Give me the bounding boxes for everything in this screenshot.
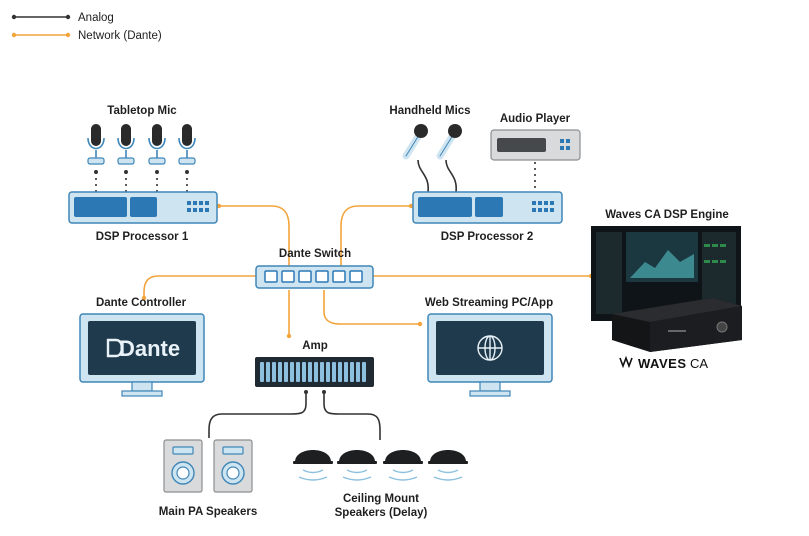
handheld-mics-label: Handheld Mics bbox=[389, 105, 470, 117]
dante-link bbox=[143, 275, 256, 298]
handheld-mic-icon bbox=[402, 124, 428, 160]
dsp2-label: DSP Processor 2 bbox=[441, 231, 533, 243]
legend-network-label: Network (Dante) bbox=[78, 30, 162, 42]
waves-logo-ca: CA bbox=[690, 356, 708, 371]
handheld-mic-icon bbox=[436, 124, 462, 160]
web-streaming-monitor bbox=[427, 313, 553, 397]
dsp-processor-1 bbox=[68, 191, 218, 224]
ceiling-speaker-icon bbox=[337, 450, 377, 481]
link-dot bbox=[141, 295, 147, 301]
tabletop-mic-icon bbox=[178, 124, 196, 174]
dante-switch-device bbox=[255, 265, 374, 289]
link-dot bbox=[286, 333, 292, 339]
analog-wire bbox=[323, 392, 381, 440]
legend: Analog Network (Dante) bbox=[11, 12, 162, 42]
ceiling-speaker-icon bbox=[383, 450, 423, 481]
waves-logo-text: WAVES bbox=[638, 356, 687, 371]
dante-switch-label: Dante Switch bbox=[279, 248, 351, 260]
analog-wire bbox=[445, 159, 457, 193]
audio-player-device bbox=[490, 129, 581, 161]
ceiling-speakers-label-line2: Speakers (Delay) bbox=[335, 507, 428, 519]
legend-dot bbox=[11, 32, 17, 38]
link-dot bbox=[216, 203, 222, 209]
dante-controller-monitor: Dante bbox=[79, 313, 205, 397]
analog-wire bbox=[417, 159, 429, 193]
dante-logo-mark-icon bbox=[106, 338, 124, 358]
tabletop-mic-label: Tabletop Mic bbox=[107, 105, 177, 117]
main-pa-label: Main PA Speakers bbox=[159, 506, 257, 518]
amp-device bbox=[255, 357, 374, 394]
dante-logo-text: Dante bbox=[119, 336, 180, 361]
link-dot bbox=[417, 321, 423, 327]
link-dot bbox=[408, 203, 414, 209]
analog-connections bbox=[95, 159, 536, 440]
web-streaming-label: Web Streaming PC/App bbox=[425, 297, 553, 309]
legend-analog-label: Analog bbox=[78, 12, 114, 24]
dante-controller-label: Dante Controller bbox=[96, 297, 187, 309]
dante-link bbox=[219, 205, 290, 266]
ceiling-speaker-icon bbox=[428, 450, 468, 481]
legend-analog: Analog bbox=[11, 12, 114, 24]
legend-dot bbox=[65, 14, 71, 20]
tabletop-mic-icon bbox=[117, 124, 135, 174]
waves-engine-label: Waves CA DSP Engine bbox=[605, 209, 729, 221]
ceiling-speaker-icon bbox=[293, 450, 333, 481]
main-pa-speaker-left bbox=[163, 439, 203, 493]
main-pa-speaker-right bbox=[213, 439, 253, 493]
ceiling-speakers bbox=[293, 450, 468, 481]
legend-dot bbox=[65, 32, 71, 38]
tabletop-mic-icon bbox=[87, 124, 105, 174]
waves-logo: WAVES CA bbox=[619, 355, 708, 371]
globe-icon bbox=[477, 335, 503, 361]
waves-engine-device bbox=[591, 226, 742, 352]
network-connections bbox=[141, 203, 594, 339]
legend-network: Network (Dante) bbox=[11, 30, 162, 42]
dsp1-label: DSP Processor 1 bbox=[96, 231, 189, 243]
audio-player-label: Audio Player bbox=[500, 113, 571, 125]
analog-wire bbox=[208, 392, 307, 438]
dante-link bbox=[323, 290, 420, 325]
legend-dot bbox=[11, 14, 17, 20]
dante-link bbox=[340, 205, 411, 266]
tabletop-mic-group bbox=[87, 124, 196, 174]
ceiling-speakers-label-line1: Ceiling Mount bbox=[343, 493, 419, 505]
waves-logo-mark-icon bbox=[619, 355, 633, 369]
dsp-processor-2 bbox=[412, 191, 563, 224]
amp-label: Amp bbox=[302, 340, 328, 352]
tabletop-mic-icon bbox=[148, 124, 166, 174]
